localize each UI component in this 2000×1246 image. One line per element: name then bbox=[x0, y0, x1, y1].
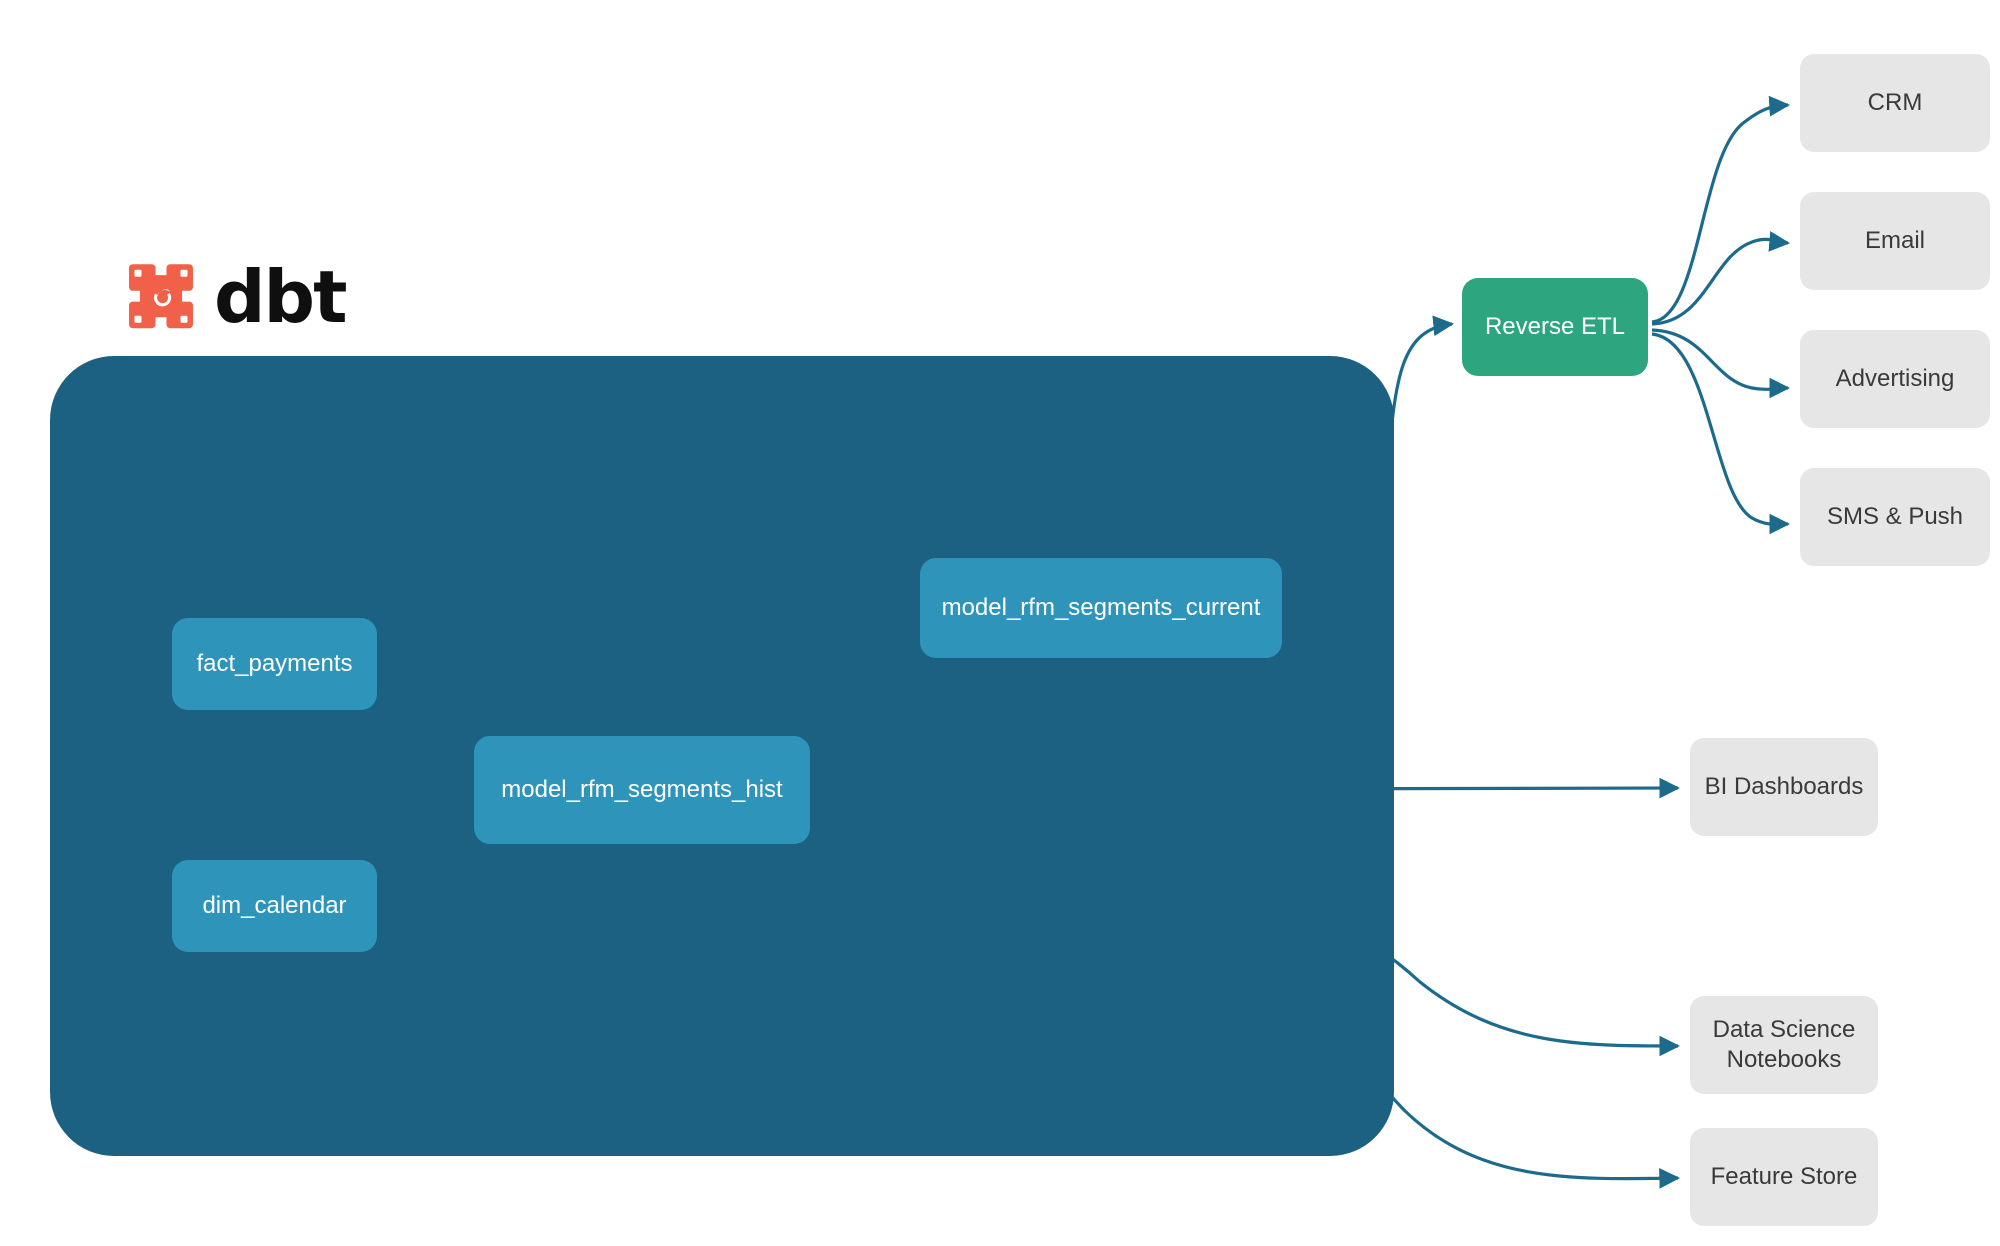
node-label: BI Dashboards bbox=[1704, 773, 1864, 800]
model-node-rfm-segments-current[interactable]: model_rfm_segments_current bbox=[920, 558, 1282, 658]
destination-node-advertising[interactable]: Advertising bbox=[1800, 330, 1990, 428]
node-label: fact_payments bbox=[196, 650, 353, 677]
destination-node-email[interactable]: Email bbox=[1800, 192, 1990, 290]
dbt-logo: dbt bbox=[122, 255, 347, 339]
destination-node-data-science-notebooks[interactable]: Data Science Notebooks bbox=[1690, 996, 1878, 1094]
dbt-wordmark: dbt bbox=[214, 255, 347, 339]
destination-node-sms-push[interactable]: SMS & Push bbox=[1800, 468, 1990, 566]
edge-reverse-etl-to-sms-push bbox=[1651, 332, 1791, 535]
destination-node-feature-store[interactable]: Feature Store bbox=[1690, 1128, 1878, 1226]
node-label: model_rfm_segments_hist bbox=[501, 776, 783, 803]
node-label: Email bbox=[1864, 227, 1925, 254]
destination-node-bi-dashboards[interactable]: BI Dashboards bbox=[1690, 738, 1878, 836]
model-node-fact-payments[interactable]: fact_payments bbox=[172, 618, 377, 710]
node-label-line-1: Data Science bbox=[1712, 1016, 1856, 1043]
node-label: Advertising bbox=[1835, 365, 1955, 392]
node-label: Reverse ETL bbox=[1484, 313, 1626, 340]
edge-reverse-etl-to-crm bbox=[1651, 95, 1791, 324]
node-label: dim_calendar bbox=[202, 892, 347, 919]
node-label: Feature Store bbox=[1710, 1163, 1858, 1190]
node-label-line-2: Notebooks bbox=[1726, 1046, 1842, 1073]
dbt-hash-icon bbox=[129, 264, 193, 329]
model-node-dim-calendar[interactable]: dim_calendar bbox=[172, 860, 377, 952]
model-node-rfm-segments-hist[interactable]: model_rfm_segments_hist bbox=[474, 736, 810, 844]
node-label: model_rfm_segments_current bbox=[941, 594, 1261, 621]
destination-node-crm[interactable]: CRM bbox=[1800, 54, 1990, 152]
edge-reverse-etl-to-email bbox=[1651, 231, 1791, 326]
edge-reverse-etl-to-advertising bbox=[1651, 328, 1791, 399]
node-label: CRM bbox=[1867, 89, 1923, 116]
node-label: Data Science Notebooks bbox=[1713, 1015, 1856, 1075]
node-label: SMS & Push bbox=[1826, 503, 1964, 530]
reverse-etl-node[interactable]: Reverse ETL bbox=[1462, 278, 1648, 376]
